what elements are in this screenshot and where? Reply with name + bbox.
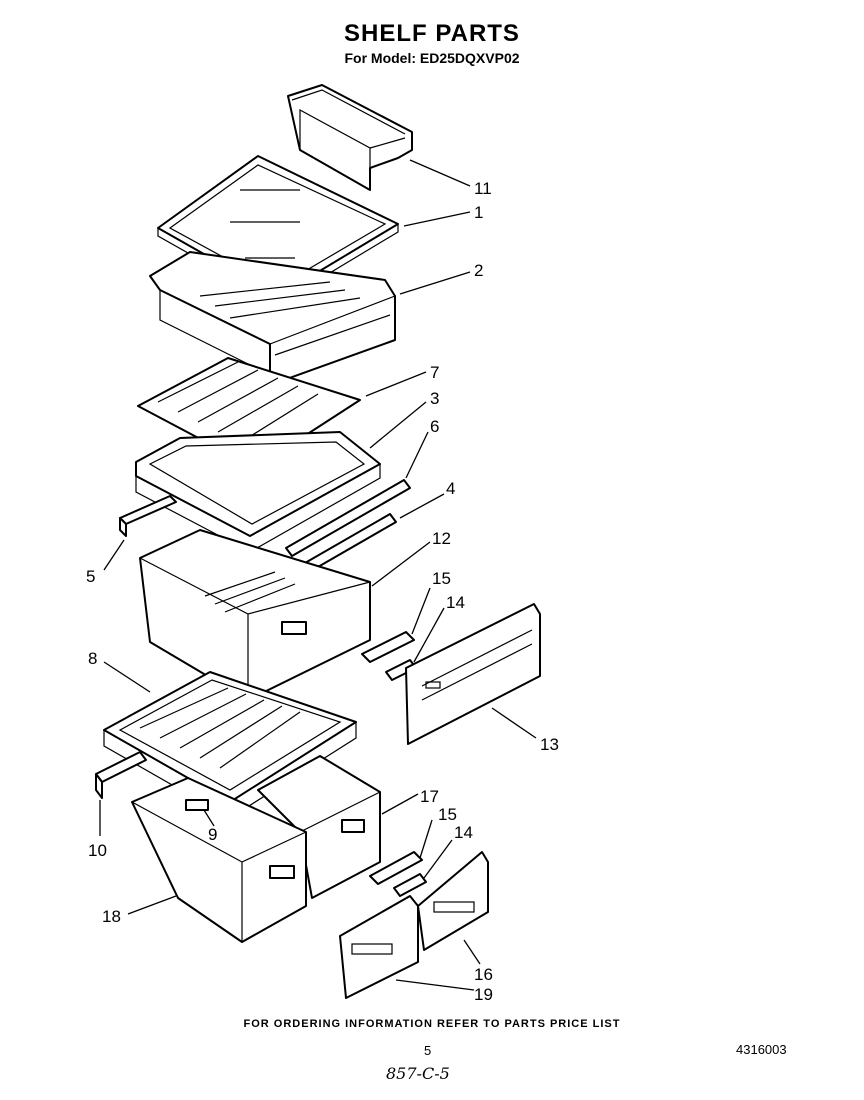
part-10-rail xyxy=(95,751,147,799)
part-12-crisper-pan xyxy=(139,529,371,701)
callout-18: 18 xyxy=(102,907,121,926)
callout-10: 10 xyxy=(88,841,107,860)
part-11-bin xyxy=(287,84,413,191)
callout-12: 12 xyxy=(432,529,451,548)
callout-5: 5 xyxy=(86,567,95,586)
callout-13: 13 xyxy=(540,735,559,754)
leader-lines xyxy=(99,159,537,991)
model-subtitle: For Model: ED25DQXVP02 xyxy=(344,50,520,66)
callout-11: 11 xyxy=(474,179,492,198)
part-16-drawer-front xyxy=(417,851,489,951)
callout-4: 4 xyxy=(446,479,455,498)
callout-19: 19 xyxy=(474,985,493,1004)
callout-15-lower: 15 xyxy=(438,805,457,824)
part-15-upper-slide xyxy=(361,631,415,663)
callout-numbers: 11 1 2 7 3 6 4 12 5 15 14 8 13 17 15 14 … xyxy=(86,179,559,1004)
callout-8: 8 xyxy=(88,649,97,668)
callout-14-lower: 14 xyxy=(454,823,473,842)
callout-16: 16 xyxy=(474,965,493,984)
part-3-frame xyxy=(135,431,381,553)
part-14-lower-slide xyxy=(393,873,427,897)
callout-1: 1 xyxy=(474,203,483,222)
part-13-drawer-front xyxy=(405,603,541,745)
part-5-rail xyxy=(119,495,177,537)
part-19-drawer-front xyxy=(339,895,419,999)
callout-7: 7 xyxy=(430,363,439,382)
handwritten-note: 857-C-5 xyxy=(386,1064,450,1083)
callout-15-upper: 15 xyxy=(432,569,451,588)
ordering-note: FOR ORDERING INFORMATION REFER TO PARTS … xyxy=(243,1018,621,1030)
page-title: SHELF PARTS xyxy=(344,20,520,47)
page-number: 5 xyxy=(424,1043,432,1058)
part-9-clip xyxy=(185,799,209,811)
callout-17: 17 xyxy=(420,787,439,806)
part-2-crisper-frame xyxy=(149,251,396,386)
document-number: 4316003 xyxy=(736,1042,787,1057)
callout-3: 3 xyxy=(430,389,439,408)
part-6-rail xyxy=(285,479,411,557)
callout-14-upper: 14 xyxy=(446,593,465,612)
callout-6: 6 xyxy=(430,417,439,436)
callout-9: 9 xyxy=(208,825,217,844)
part-15-lower-slide xyxy=(369,851,423,885)
part-18-drawer xyxy=(131,777,307,943)
callout-2: 2 xyxy=(474,261,483,280)
